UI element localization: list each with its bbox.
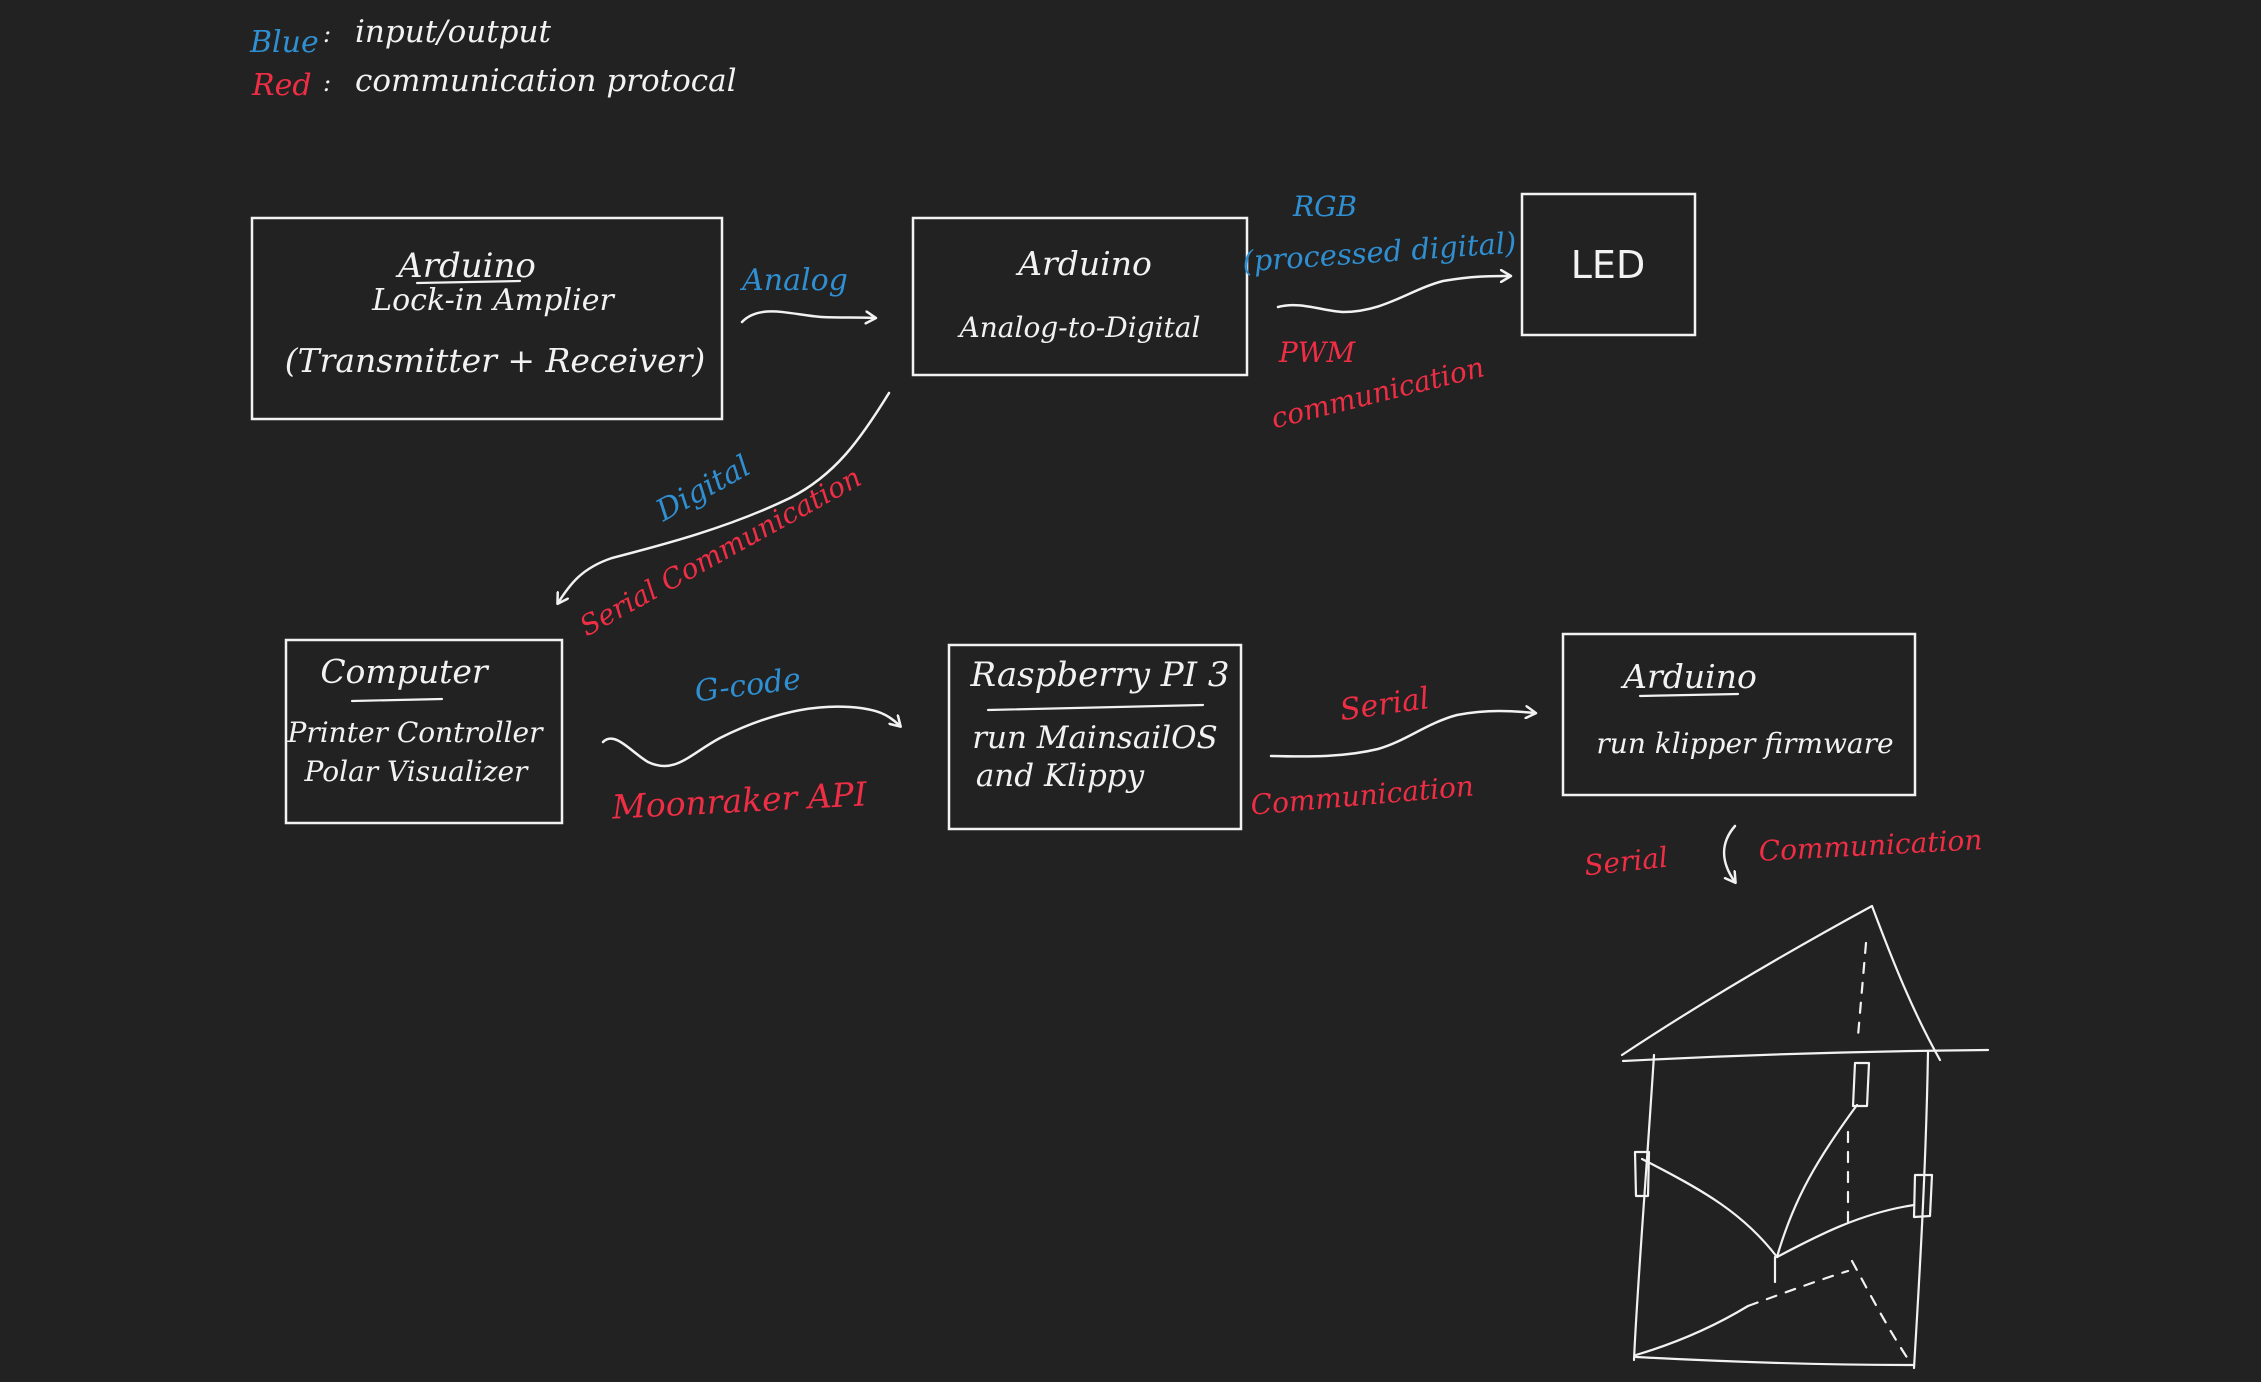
printer-sketch-base-right bbox=[1850, 1259, 1912, 1364]
node-led: LED bbox=[1520, 192, 1697, 337]
printer-sketch-base-front bbox=[1634, 1355, 1916, 1367]
printer-sketch bbox=[1620, 904, 1990, 1370]
edge-computer-raspi-arrow bbox=[601, 705, 900, 768]
node-computer-title: Computer bbox=[320, 652, 490, 691]
node-arduino3-underline bbox=[1638, 692, 1740, 698]
edge-arduino-printer: Serial Communication bbox=[1583, 823, 1983, 883]
edge-arduino-printer-proto2: Communication bbox=[1758, 823, 1983, 868]
edge-lockin-adc-arrow bbox=[740, 310, 875, 322]
node-raspi-underline bbox=[986, 703, 1205, 712]
edge-adc-led-io2: (processed digital) bbox=[1241, 225, 1517, 278]
printer-sketch-base-left bbox=[1634, 1304, 1750, 1357]
node-arduino3-line1: run klipper firmware bbox=[1596, 727, 1893, 760]
edge-raspi-arduino: Serial Communication bbox=[1249, 681, 1535, 822]
printer-sketch-left-arm bbox=[1640, 1157, 1779, 1259]
printer-sketch-top-bar bbox=[1621, 1048, 1990, 1063]
node-lockin-detail: (Transmitter + Receiver) bbox=[285, 341, 706, 380]
node-adc-box bbox=[911, 216, 1249, 377]
legend-red-key: Red bbox=[251, 68, 312, 103]
edge-adc-led-proto1: PWM bbox=[1278, 336, 1357, 369]
printer-sketch-left-post bbox=[1632, 1053, 1656, 1362]
node-computer-line2: Polar Visualizer bbox=[304, 755, 530, 788]
printer-sketch-right-post bbox=[1912, 1050, 1930, 1370]
edge-adc-computer: Digital Serial Communication bbox=[558, 391, 891, 643]
printer-sketch-left-carriage bbox=[1633, 1150, 1651, 1198]
node-raspi-line1: run MainsailOS bbox=[972, 720, 1218, 756]
node-lockin-subtitle: Lock-in Amplier bbox=[371, 283, 615, 318]
node-raspi-title: Raspberry PI 3 bbox=[969, 655, 1229, 695]
printer-sketch-back-carriage bbox=[1851, 1061, 1871, 1108]
edge-computer-raspi-proto: Moonraker API bbox=[610, 774, 869, 826]
printer-sketch-right-carriage bbox=[1912, 1173, 1934, 1219]
node-raspi-box bbox=[947, 643, 1243, 831]
legend-red-sep: : bbox=[323, 69, 331, 97]
legend-red-meaning: communication protocal bbox=[355, 63, 737, 99]
legend-blue-meaning: input/output bbox=[355, 14, 551, 50]
node-arduino3-title: Arduino bbox=[1620, 657, 1757, 696]
edge-adc-computer-io: Digital bbox=[649, 449, 756, 530]
edge-computer-raspi-io: G-code bbox=[693, 662, 803, 710]
edge-lockin-adc: Analog bbox=[739, 263, 875, 322]
edge-adc-computer-arrow bbox=[558, 391, 891, 603]
node-adc: Arduino Analog-to-Digital bbox=[911, 216, 1249, 377]
node-adc-subtitle: Analog-to-Digital bbox=[957, 311, 1201, 344]
node-computer-underline bbox=[350, 697, 444, 703]
edge-arduino-printer-proto1: Serial bbox=[1583, 841, 1670, 883]
edge-adc-led-io1: RGB bbox=[1292, 190, 1357, 223]
node-led-box bbox=[1520, 192, 1697, 337]
printer-sketch-right-arm bbox=[1775, 1203, 1916, 1259]
node-lockin: Arduino Lock-in Amplier (Transmitter + R… bbox=[250, 216, 724, 421]
legend: Blue : input/output Red : communication … bbox=[249, 14, 737, 103]
legend-blue-sep: : bbox=[323, 20, 331, 48]
edge-adc-led-arrow bbox=[1276, 276, 1510, 314]
node-lockin-title: Arduino bbox=[395, 246, 536, 286]
printer-sketch-roof bbox=[1620, 904, 1942, 1062]
node-raspi: Raspberry PI 3 run MainsailOS and Klippy bbox=[947, 643, 1243, 831]
node-arduino3: Arduino run klipper firmware bbox=[1561, 632, 1917, 797]
edge-raspi-arduino-proto1: Serial bbox=[1338, 681, 1432, 728]
edge-computer-raspi: G-code Moonraker API bbox=[601, 662, 900, 827]
node-arduino3-box bbox=[1561, 632, 1917, 797]
printer-sketch-back-arm bbox=[1775, 1103, 1859, 1259]
node-lockin-underline bbox=[415, 279, 522, 285]
legend-blue-key: Blue bbox=[249, 25, 319, 60]
node-computer-line1: Printer Controller bbox=[287, 716, 545, 749]
printer-sketch-roof-dash bbox=[1856, 941, 1868, 1038]
edge-raspi-arduino-proto2: Communication bbox=[1249, 769, 1475, 821]
edge-lockin-adc-io: Analog bbox=[739, 263, 848, 298]
edge-adc-led: RGB (processed digital) PWM communicatio… bbox=[1241, 190, 1517, 435]
edge-arduino-printer-arrow bbox=[1722, 824, 1735, 882]
edge-raspi-arduino-arrow bbox=[1269, 711, 1535, 758]
node-adc-title: Arduino bbox=[1015, 244, 1152, 283]
node-lockin-box bbox=[250, 216, 724, 421]
printer-sketch-base-back bbox=[1746, 1269, 1850, 1308]
node-computer-box bbox=[284, 638, 564, 825]
node-raspi-line2: and Klippy bbox=[976, 758, 1145, 794]
node-computer: Computer Printer Controller Polar Visual… bbox=[284, 638, 564, 825]
node-led-title: LED bbox=[1571, 243, 1645, 287]
